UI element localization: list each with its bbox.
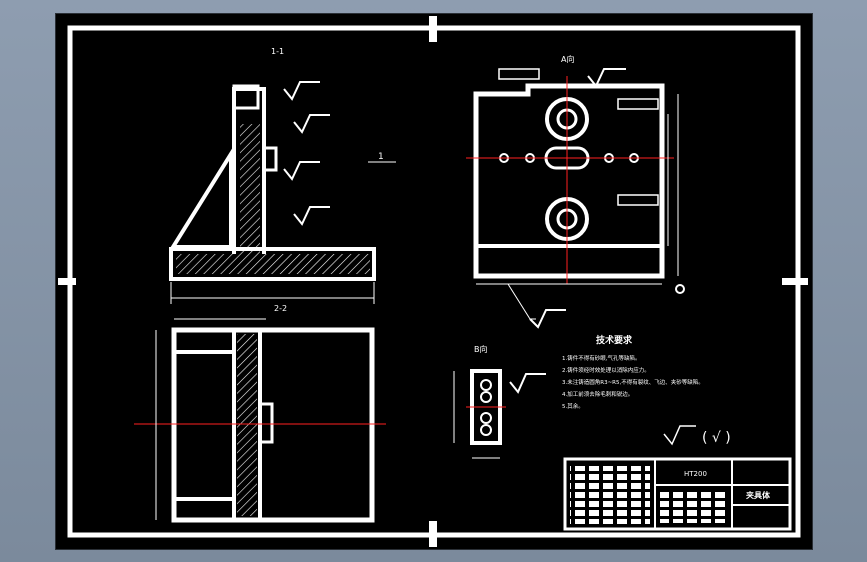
base-outline (169, 247, 376, 281)
tech-requirements: 技术要求 1.铸件不得有砂眼,气孔等缺陷。 2.铸件须经时效处理以消除内应力。 … (562, 334, 731, 446)
section-label-a: A向 (561, 54, 574, 64)
roughness-mark (587, 68, 626, 88)
section-label-1-1: 1-1 (271, 47, 284, 56)
title-block: HT200 夹具体 (563, 457, 792, 531)
tech-req-item: 1.铸件不得有砂眼,气孔等缺陷。 (562, 354, 641, 362)
roughness-mark (293, 206, 330, 226)
body-outline (171, 327, 375, 523)
section-label-b: B向 (474, 344, 488, 354)
roughness-mark (293, 114, 330, 134)
base-hatch (176, 254, 370, 274)
title-block-frame (563, 457, 792, 531)
material-label: HT200 (684, 470, 707, 478)
side-boss (262, 146, 278, 172)
cad-drawing: 1-1 1 A向 (58, 16, 808, 547)
view-a: A向 (466, 54, 685, 329)
center-mark-left (58, 278, 76, 285)
general-roughness-icon (663, 425, 696, 446)
tech-req-item: 4.加工前须去除毛刺和锐边。 (562, 390, 633, 398)
plate-outline (473, 83, 665, 279)
view-b: B向 (453, 344, 546, 459)
part-name: 夹具体 (746, 490, 771, 500)
center-mark-right (782, 278, 808, 285)
tolerance-frame (617, 98, 659, 110)
drawing-sheet: 1-1 1 A向 (55, 13, 813, 550)
roughness-mark (509, 373, 546, 394)
tech-requirements-title: 技术要求 (596, 334, 633, 346)
roughness-paren: ( √ ) (702, 430, 731, 446)
roughness-mark (283, 81, 320, 101)
boss-section (258, 402, 274, 444)
view-section-2-2: 2-2 (134, 304, 386, 523)
tech-req-item: 2.铸件须经时效处理以消除内应力。 (562, 366, 650, 374)
top-boss (232, 84, 260, 110)
tolerance-frame (617, 194, 659, 206)
wall-hatch (237, 334, 257, 516)
roughness-mark (529, 309, 566, 329)
view-section-1-1: 1-1 1 (169, 47, 396, 304)
rib-outline (169, 147, 233, 249)
tolerance-frame (498, 68, 540, 80)
section-label-2-2: 2-2 (274, 304, 287, 313)
center-mark-label: 1 (378, 152, 384, 162)
center-mark-bottom (429, 521, 437, 547)
title-block-grid (570, 466, 650, 524)
column-hatch (240, 124, 260, 264)
roughness-mark (283, 161, 320, 181)
tech-req-item: 3.未注铸造圆角R3~R5,不得有裂纹、飞边、夹砂等缺陷。 (562, 378, 704, 386)
tech-req-item: 5.其余。 (562, 402, 584, 410)
datum-symbol (675, 284, 685, 294)
center-mark-top (429, 16, 437, 42)
